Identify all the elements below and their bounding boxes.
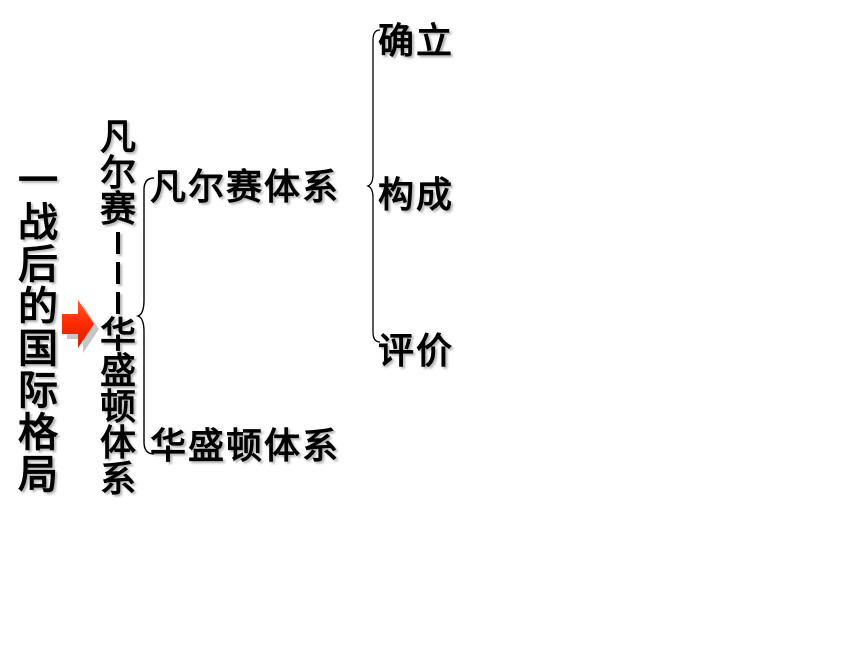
title-char: 格	[18, 410, 58, 456]
middle-bottom-char: 体	[99, 423, 136, 464]
establish-label: 确立	[378, 21, 455, 62]
title-char: 际	[18, 368, 58, 414]
main-title: 一战后的国际格局	[16, 160, 60, 496]
middle-top-char: 尔	[99, 153, 136, 194]
left-brace-systems	[135, 177, 155, 455]
middle-top-char: 赛	[99, 189, 136, 230]
middle-bottom-char: 顿	[99, 387, 136, 428]
dash-segment	[116, 292, 120, 314]
washington-system-label: 华盛顿体系	[150, 426, 341, 467]
title-char: 的	[18, 284, 58, 330]
versailles-washington-vertical: 凡尔赛 华盛顿体系	[96, 120, 140, 498]
dash-segment	[116, 232, 120, 254]
right-arrow-icon	[62, 300, 99, 353]
title-char: 国	[18, 326, 58, 372]
middle-bottom-char: 盛	[99, 351, 136, 392]
middle-top-text: 凡尔赛	[100, 120, 136, 228]
composition-label: 构成	[378, 175, 455, 216]
middle-top-char: 凡	[99, 117, 136, 158]
title-char: 后	[18, 242, 58, 288]
middle-bottom-char: 华	[99, 315, 136, 356]
dash-segment	[116, 262, 120, 284]
middle-bottom-char: 系	[99, 459, 136, 500]
versailles-system-label: 凡尔赛体系	[150, 167, 341, 208]
title-char: 局	[18, 452, 58, 498]
middle-bottom-text: 华盛顿体系	[100, 318, 136, 498]
title-char: 一	[18, 158, 58, 204]
evaluation-label: 评价	[378, 331, 455, 372]
left-brace-items	[366, 29, 381, 343]
title-char: 战	[18, 200, 58, 246]
